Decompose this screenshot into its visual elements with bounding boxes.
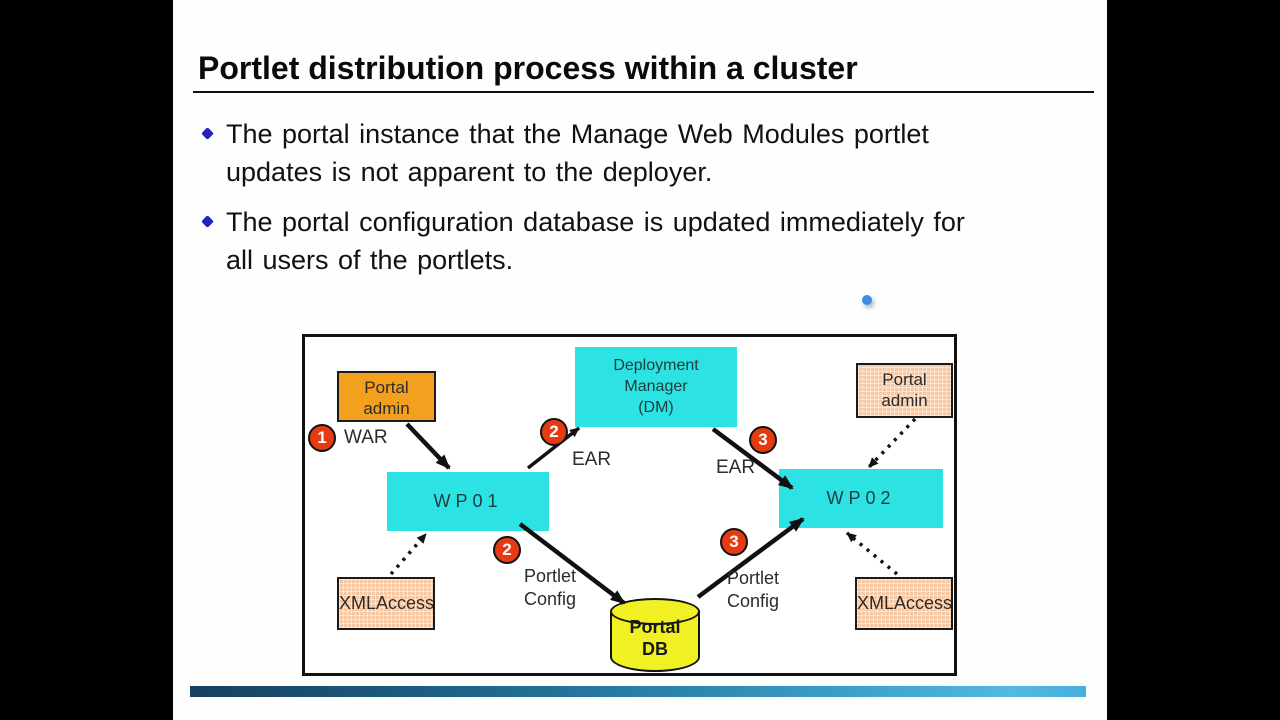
- node-label: Portal: [364, 378, 409, 397]
- edge-label-portlet-config-right: Portlet Config: [727, 567, 779, 613]
- node-label: DB: [642, 639, 668, 659]
- node-label: Deployment: [613, 357, 699, 374]
- edge-label-portlet-config-left: Portlet Config: [524, 565, 576, 611]
- node-portal-db: Portal DB: [610, 598, 700, 672]
- edge-label-ear-left: EAR: [572, 449, 612, 470]
- bullet-text: The portal configuration database is upd…: [226, 203, 965, 279]
- edge-label-war: WAR: [344, 427, 388, 448]
- bullet-line: The portal configuration database is upd…: [226, 207, 965, 237]
- node-wp01: WP01: [387, 472, 549, 531]
- bullet-text: The portal instance that the Manage Web …: [226, 115, 929, 191]
- node-portal-admin-left: Portal admin: [337, 371, 436, 422]
- bullet-line: all users of the portlets.: [226, 245, 514, 275]
- pointer-ring-icon: [862, 295, 872, 305]
- edge-label-ear-right: EAR: [716, 457, 756, 478]
- edge-label-line: Config: [524, 589, 577, 609]
- bullet-item: The portal instance that the Manage Web …: [197, 115, 1087, 191]
- bullet-diamond-icon: [201, 127, 214, 140]
- edge-label-line: Portlet: [524, 566, 577, 586]
- node-wp02: WP02: [779, 469, 943, 528]
- node-xmlaccess-right: XMLAccess: [855, 577, 953, 630]
- bullet-diamond-icon: [201, 215, 214, 228]
- node-label: (DM): [638, 399, 674, 416]
- db-label: Portal DB: [610, 616, 700, 660]
- slide-title: Portlet distribution process within a cl…: [198, 50, 858, 86]
- node-label: Portal: [882, 370, 927, 389]
- node-xmlaccess-left: XMLAccess: [337, 577, 435, 630]
- node-deployment-manager: Deployment Manager (DM): [575, 347, 737, 427]
- node-portal-admin-right: Portal admin: [856, 363, 953, 418]
- title-underline: [193, 91, 1094, 93]
- step-badge-3-ear: 3: [749, 426, 777, 454]
- bullet-line: updates is not apparent to the deployer.: [226, 157, 713, 187]
- bullet-line: The portal instance that the Manage Web …: [226, 119, 929, 149]
- step-badge-1: 1: [308, 424, 336, 452]
- node-label: Portal: [629, 617, 681, 637]
- step-badge-3-config: 3: [720, 528, 748, 556]
- node-label: admin: [881, 391, 928, 410]
- edge-label-line: Config: [727, 591, 780, 611]
- step-badge-2-config: 2: [493, 536, 521, 564]
- bullet-item: The portal configuration database is upd…: [197, 203, 1087, 279]
- node-label: Manager: [624, 378, 688, 395]
- bullet-list: The portal instance that the Manage Web …: [197, 115, 1087, 291]
- slide-footer-bar: [190, 686, 1086, 697]
- edge-label-line: Portlet: [727, 568, 780, 588]
- step-badge-2-ear: 2: [540, 418, 568, 446]
- node-label: admin: [363, 399, 410, 418]
